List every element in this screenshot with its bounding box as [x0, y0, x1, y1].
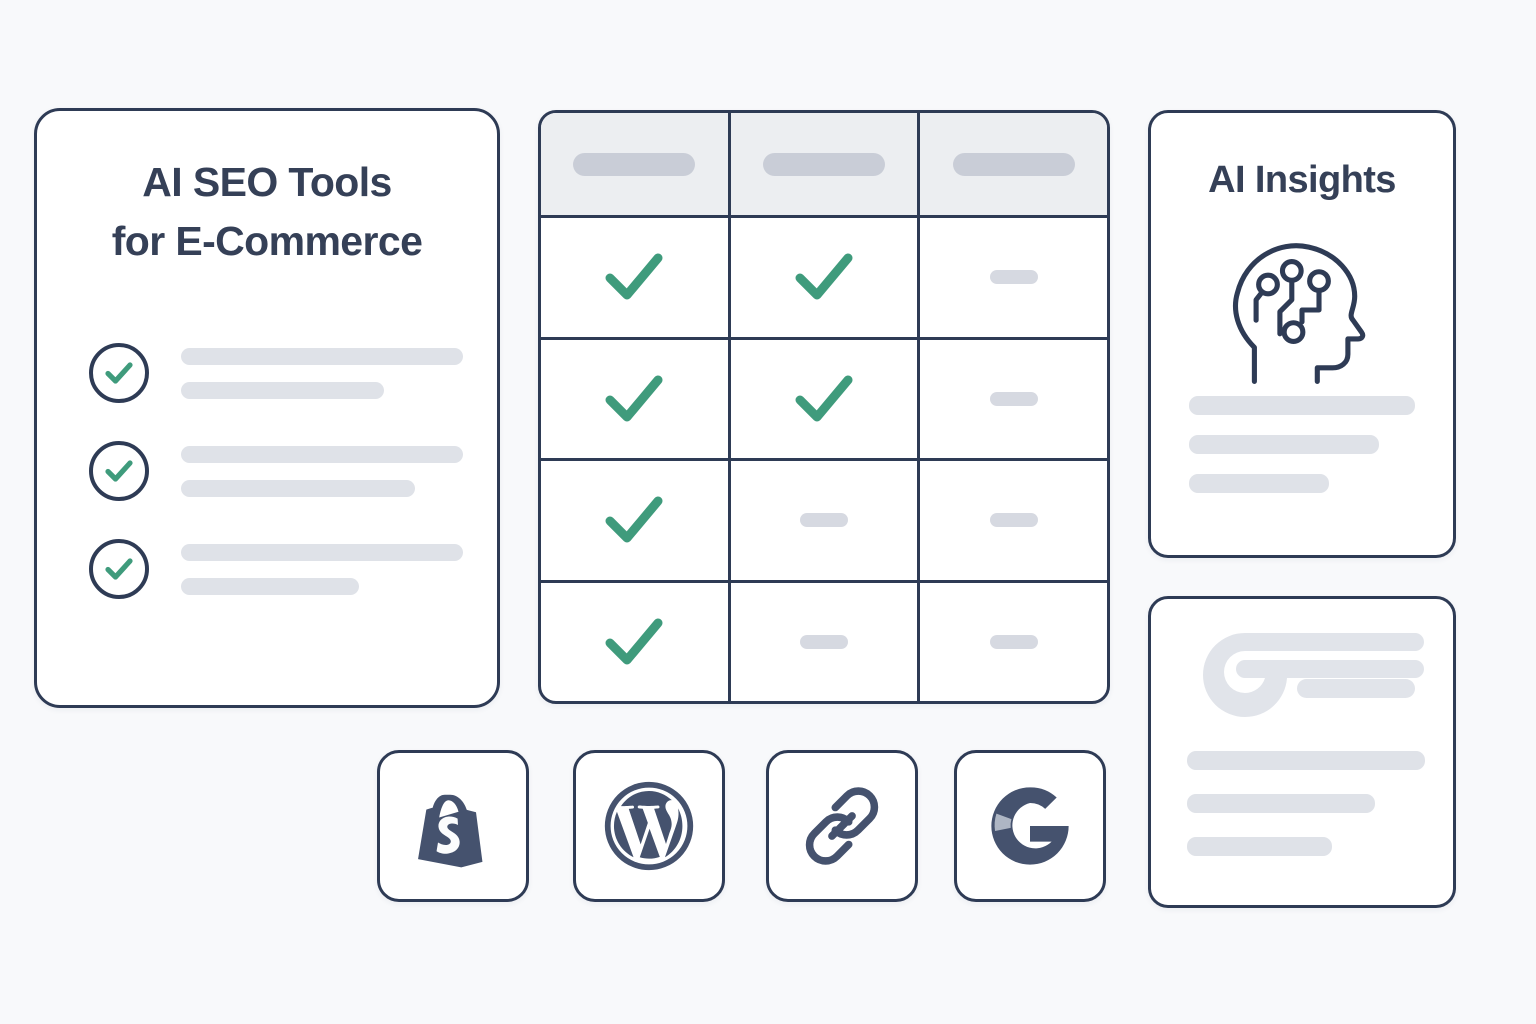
- ai-insights-placeholder-lines: [1189, 396, 1415, 493]
- table-cell-dash[interactable]: [920, 218, 1107, 337]
- dash-icon: [989, 270, 1038, 285]
- table-column-header[interactable]: [541, 113, 731, 215]
- check-icon: [605, 253, 663, 300]
- content-placeholder-lines: [1187, 751, 1425, 856]
- page-title: AI SEO Tools for E-Commerce: [37, 153, 497, 270]
- placeholder-bar: [181, 347, 463, 365]
- platform-tile-backlink[interactable]: [766, 750, 918, 902]
- placeholder-bar: [1189, 474, 1330, 493]
- list-item[interactable]: [89, 539, 463, 599]
- table-column-header[interactable]: [920, 113, 1107, 215]
- page-title-line-2: for E-Commerce: [111, 217, 423, 264]
- placeholder-bar: [181, 381, 385, 399]
- table-cell-check[interactable]: [541, 582, 731, 701]
- dash-icon: [800, 634, 848, 649]
- list-item[interactable]: [89, 441, 463, 501]
- table-cell-dash[interactable]: [920, 583, 1107, 702]
- table-header-row: [541, 113, 1107, 218]
- list-item-placeholder-lines: [181, 445, 463, 497]
- column-header-placeholder: [952, 152, 1075, 176]
- list-item[interactable]: [89, 343, 463, 403]
- placeholder-bar: [1189, 396, 1415, 415]
- check-icon: [605, 618, 663, 665]
- wordpress-icon: [604, 781, 694, 871]
- table-column-header[interactable]: [731, 113, 921, 215]
- dash-icon: [989, 513, 1038, 528]
- table-row: [541, 218, 1107, 340]
- shopify-bag-icon: [418, 794, 483, 868]
- comparison-table: [538, 110, 1110, 704]
- check-circle-icon: [89, 441, 149, 501]
- column-header-placeholder: [763, 152, 885, 176]
- table-cell-check[interactable]: [731, 218, 921, 337]
- placeholder-bar: [1187, 837, 1333, 856]
- list-item-placeholder-lines: [181, 347, 463, 399]
- dash-icon: [989, 391, 1038, 406]
- content-lines-glyph: [1203, 633, 1424, 718]
- platform-tile-wordpress[interactable]: [573, 750, 725, 902]
- page-title-line-1: AI SEO Tools: [142, 159, 392, 205]
- dash-icon: [989, 634, 1038, 649]
- placeholder-bar: [181, 479, 416, 497]
- table-cell-check[interactable]: [541, 218, 731, 337]
- table-cell-dash[interactable]: [920, 461, 1107, 580]
- table-row: [541, 582, 1107, 702]
- check-icon: [605, 375, 663, 422]
- table-cell-check[interactable]: [541, 339, 731, 458]
- ai-insights-title: AI Insights: [1208, 159, 1396, 201]
- table-cell-check[interactable]: [731, 339, 921, 458]
- check-circle-icon: [89, 539, 149, 599]
- check-circle-icon: [89, 343, 149, 403]
- column-header-placeholder: [573, 152, 696, 176]
- ai-icon-container: [1151, 225, 1453, 395]
- google-g-icon: [991, 787, 1069, 865]
- placeholder-bar: [1187, 751, 1425, 770]
- check-icon: [605, 496, 663, 543]
- ai-insights-card: AI Insights: [1148, 110, 1456, 558]
- checklist: [89, 343, 463, 637]
- check-icon: [795, 253, 853, 300]
- check-icon: [795, 375, 853, 422]
- list-item-placeholder-lines: [181, 543, 463, 595]
- ai-head-circuit-icon: [1232, 243, 1366, 384]
- table-row: [541, 461, 1107, 583]
- dash-icon: [800, 513, 848, 528]
- table-cell-dash[interactable]: [920, 340, 1107, 459]
- placeholder-bar: [181, 577, 359, 595]
- platform-tile-google[interactable]: [954, 750, 1106, 902]
- placeholder-bar: [1187, 794, 1376, 813]
- placeholder-bar: [181, 445, 463, 463]
- table-cell-dash[interactable]: [731, 461, 921, 580]
- checklist-card: AI SEO Tools for E-Commerce: [34, 108, 500, 708]
- content-card: [1148, 596, 1456, 908]
- platform-tile-shopify[interactable]: [377, 750, 529, 902]
- link-chain-icon: [805, 787, 879, 865]
- table-row: [541, 339, 1107, 461]
- placeholder-bar: [181, 543, 463, 561]
- table-cell-dash[interactable]: [731, 582, 921, 701]
- table-cell-check[interactable]: [541, 461, 731, 580]
- placeholder-bar: [1189, 435, 1379, 454]
